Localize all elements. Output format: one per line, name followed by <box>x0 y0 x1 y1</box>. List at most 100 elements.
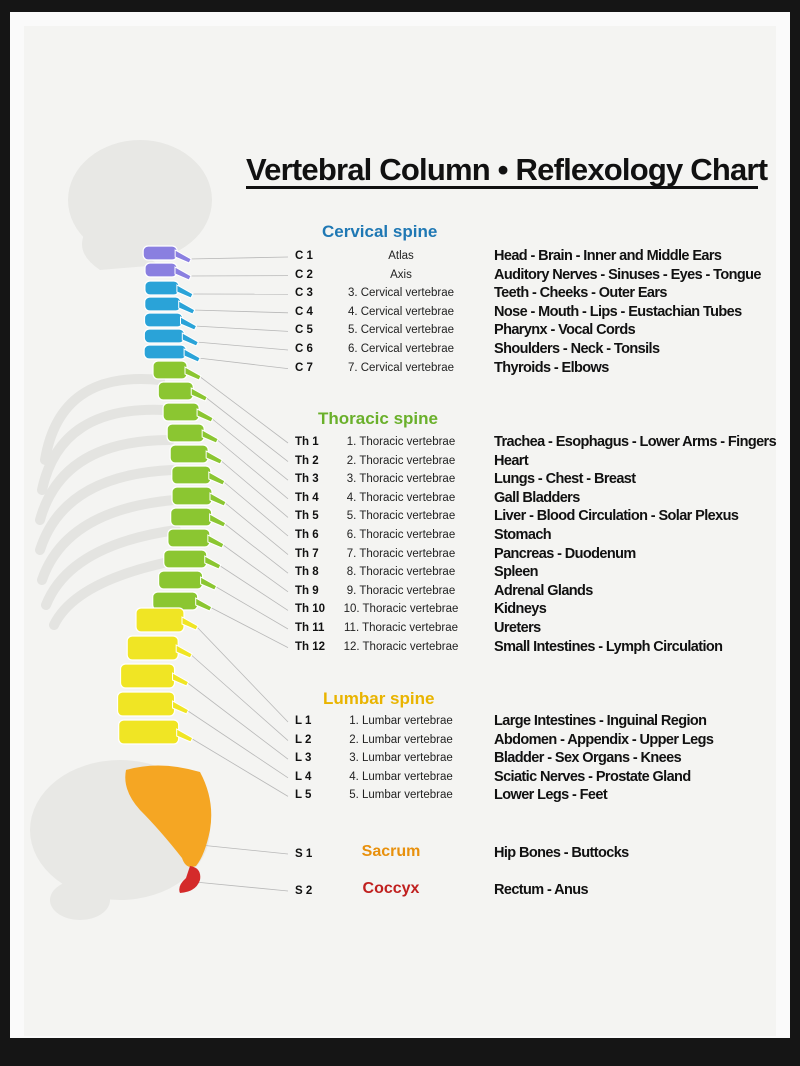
spinous-process <box>172 700 190 715</box>
leader-line <box>209 606 289 648</box>
related-organs: Head - Brain - Inner and Middle Ears <box>494 248 722 264</box>
table-row: C 7 7. Cervical vertebrae Thyroids - Elbow… <box>0 359 800 380</box>
spinous-process <box>174 266 192 281</box>
vertebra-code: Th 11 <box>295 622 325 634</box>
spinous-process <box>195 597 213 612</box>
vertebra-name: 3. Cervical vertebrae <box>347 287 455 300</box>
leader-line <box>192 309 289 314</box>
related-organs: Sciatic Nerves - Prostate Gland <box>494 768 691 785</box>
leader-line <box>194 325 289 332</box>
vertebra-name: 5. Lumbar vertebrae <box>349 789 453 802</box>
vertebra-code: C 2 <box>295 268 313 281</box>
coccyx-bone <box>179 866 201 893</box>
coccyx-label: Coccyx <box>362 880 420 897</box>
spinous-process <box>181 332 199 347</box>
section-heading: Cervical spine <box>322 222 438 241</box>
related-organs: Liver - Blood Circulation - Solar Plexus <box>494 508 739 525</box>
spinous-process <box>175 644 193 659</box>
vertebra-name: 3. Thoracic vertebrae <box>346 473 456 486</box>
spinous-process <box>178 300 196 315</box>
related-organs: Ureters <box>494 620 541 636</box>
related-organs: Hip Bones - Buttocks <box>494 845 629 861</box>
related-organs: Large Intestines - Inguinal Region <box>494 713 707 729</box>
related-organs: Adrenal Glands <box>494 582 593 599</box>
vertebra-name: 8. Thoracic vertebrae <box>346 566 456 579</box>
related-organs: Small Intestines - Lymph Circulation <box>494 638 723 655</box>
vertebra-code: Th 7 <box>295 547 319 560</box>
related-organs: Nose - Mouth - Lips - Eustachian Tubes <box>494 303 742 320</box>
vertebra-name: 12. Thoracic vertebrae <box>343 640 459 653</box>
sacrum-bone <box>125 765 212 867</box>
leader-line <box>223 501 289 555</box>
vertebra-name: 10. Thoracic vertebrae <box>343 603 459 616</box>
spinous-process <box>201 429 219 444</box>
vertebra-code: Th 5 <box>295 510 319 523</box>
vertebra-code: L 4 <box>295 770 312 783</box>
table-row: Th 8 8. Thoracic vertebrae Spleen <box>0 564 800 584</box>
spinous-process <box>208 471 226 486</box>
related-organs: Gall Bladders <box>494 489 580 506</box>
leader-line <box>195 625 289 723</box>
th3-vertebra <box>162 402 200 422</box>
leader-line <box>223 522 289 574</box>
table-row: Th 9 9. Thoracic vertebrae Adrenal Glands <box>0 582 800 603</box>
spinous-process <box>176 284 194 299</box>
table-row: C 4 4. Cervical vertebrae Nose - Mouth - L… <box>0 303 800 324</box>
spinous-process <box>176 728 194 743</box>
vertebra-name: 6. Thoracic vertebrae <box>346 529 456 541</box>
vertebra-code: C 5 <box>295 324 313 337</box>
chart-title: Vertebral Column • Reflexology Chart <box>246 152 768 187</box>
skeleton-silhouette <box>68 140 212 270</box>
related-organs: Auditory Nerves - Sinuses - Eyes - Tongu… <box>494 266 761 283</box>
spinous-process <box>209 492 227 507</box>
vertebra-code: Th 10 <box>295 603 326 616</box>
vertebra-name: Axis <box>390 268 412 281</box>
vertebra-name: 4. Cervical vertebrae <box>347 305 455 318</box>
related-organs: Spleen <box>494 564 539 581</box>
spinous-process <box>181 616 199 631</box>
leader-line <box>199 844 289 855</box>
vertebra-name: 4. Lumbar vertebrae <box>349 770 453 783</box>
leader-line <box>214 585 289 630</box>
related-organs: Thyroids - Elbows <box>494 359 609 376</box>
leader-line <box>196 341 289 351</box>
related-organs: Bladder - Sex Organs - Knees <box>494 750 682 767</box>
vertebra-name: 1. Lumbar vertebrae <box>349 715 453 727</box>
vertebra-name: 3. Lumbar vertebrae <box>349 752 453 765</box>
leader-line <box>215 438 289 500</box>
vertebra-code: C 3 <box>295 287 313 300</box>
vertebra-name: 7. Cervical vertebrae <box>347 361 455 374</box>
vertebra-name: 6. Cervical vertebrae <box>347 343 455 355</box>
vertebra-name: 7. Thoracic vertebrae <box>346 547 456 560</box>
related-organs: Heart <box>494 452 529 469</box>
rib-cage-silhouette <box>35 374 183 630</box>
vertebra-code: S 1 <box>295 848 313 860</box>
leader-lines <box>186 256 289 892</box>
vertebra-name: 11. Thoracic vertebrae <box>344 622 458 634</box>
vertebra-code: C 4 <box>295 305 313 318</box>
vertebra-name: 9. Thoracic vertebrae <box>346 584 456 597</box>
spinous-process <box>184 366 202 381</box>
vertebra-code: C 1 <box>295 250 313 262</box>
vertebrae-group <box>116 245 227 893</box>
vertebra-code: C 6 <box>295 343 313 355</box>
vertebra-code: Th 9 <box>295 584 319 597</box>
leader-line <box>190 737 289 797</box>
vertebra-name: 2. Thoracic vertebrae <box>346 454 456 467</box>
vertebra-name: 4. Thoracic vertebrae <box>346 491 456 504</box>
vertebra-code: C 7 <box>295 361 313 374</box>
leader-line <box>194 881 289 892</box>
vertebra-code: Th 8 <box>295 566 319 579</box>
leader-line <box>221 543 289 593</box>
table-row: L 4 4. Lumbar vertebrae Sciatic Nerves - P… <box>0 768 800 789</box>
